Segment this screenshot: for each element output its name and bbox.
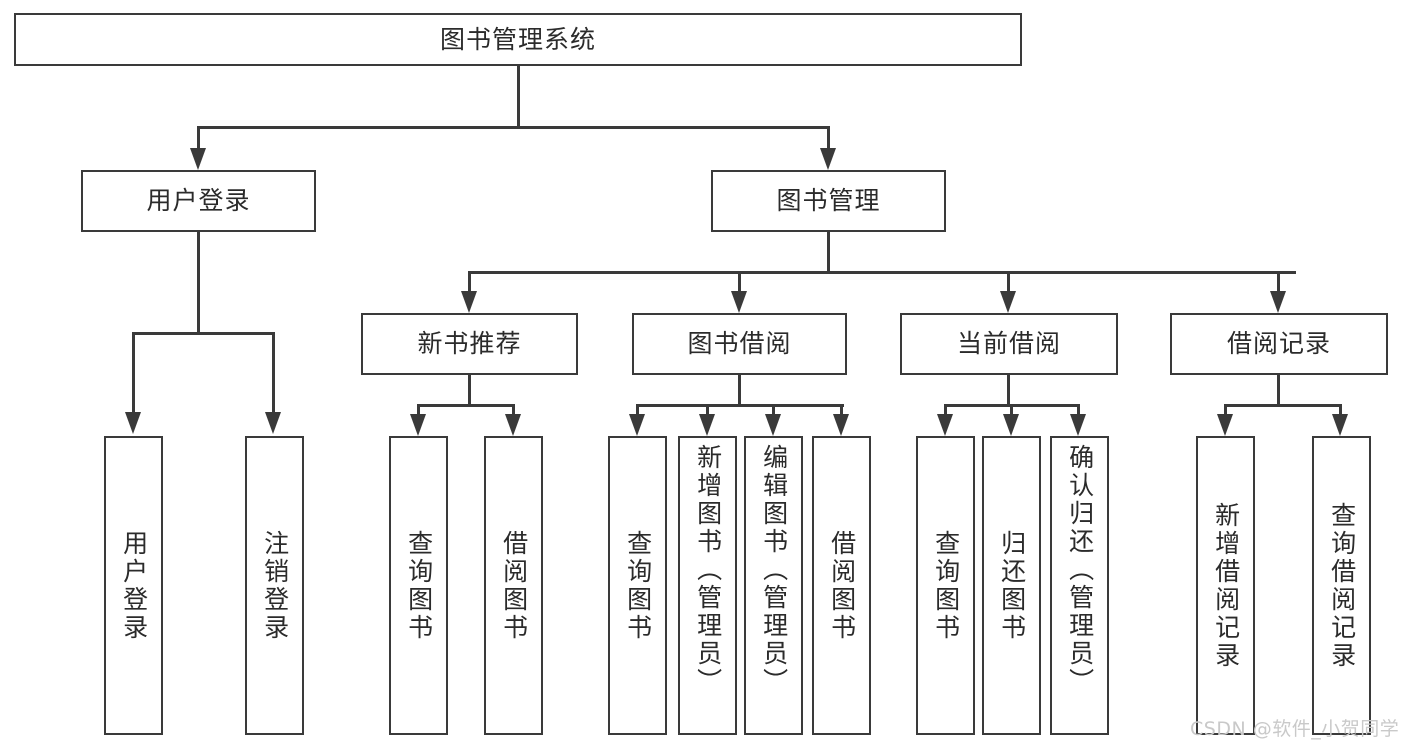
leaf-edit-book-admin-label: 编辑图书（管理员） — [759, 444, 789, 696]
leaf-add-record[interactable]: 新增借阅记录 — [1196, 436, 1255, 735]
edge-to-user-login — [197, 126, 200, 150]
leaf-query-book-1[interactable]: 查询图书 — [389, 436, 448, 735]
edge-to-leaf-add-book-admin — [706, 404, 709, 416]
node-current-borrow-label: 当前借阅 — [956, 329, 1061, 359]
edge-current-borrow-trunk — [1007, 375, 1010, 406]
leaf-confirm-return[interactable]: 确认归还（管理员） — [1050, 436, 1109, 735]
leaf-borrow-book-2[interactable]: 借阅图书 — [812, 436, 871, 735]
arrow-to-book-borrow — [731, 291, 747, 313]
leaf-return-book-label: 归还图书 — [997, 529, 1027, 642]
leaf-query-record-label: 查询借阅记录 — [1327, 501, 1357, 670]
node-book-borrow[interactable]: 图书借阅 — [632, 313, 847, 375]
edge-to-leaf-add-record — [1224, 404, 1227, 416]
edge-level1-bus — [197, 126, 830, 129]
leaf-query-book-2[interactable]: 查询图书 — [608, 436, 667, 735]
edge-to-book-manage — [827, 126, 830, 150]
node-new-book-rec-label: 新书推荐 — [417, 329, 522, 359]
arrow-to-leaf-confirm-return — [1070, 414, 1086, 436]
edge-to-leaf-query-book-3 — [944, 404, 947, 416]
arrow-to-current-borrow — [1000, 291, 1016, 313]
leaf-borrow-book-2-label: 借阅图书 — [827, 529, 857, 642]
leaf-add-record-label: 新增借阅记录 — [1211, 501, 1241, 670]
csdn-watermark: CSDN @软件_小贺同学 — [1190, 718, 1400, 740]
edge-to-leaf-user-logout — [272, 332, 275, 414]
leaf-query-book-3-label: 查询图书 — [931, 529, 961, 642]
node-book-manage[interactable]: 图书管理 — [711, 170, 946, 232]
arrow-to-leaf-query-book-3 — [937, 414, 953, 436]
edge-to-leaf-edit-book-admin — [772, 404, 775, 416]
edge-book-manage-trunk — [827, 232, 830, 273]
arrow-to-borrow-record — [1270, 291, 1286, 313]
edge-to-book-borrow — [738, 271, 741, 293]
edge-new-book-rec-bus — [417, 404, 514, 407]
leaf-add-book-admin[interactable]: 新增图书（管理员） — [678, 436, 737, 735]
leaf-edit-book-admin[interactable]: 编辑图书（管理员） — [744, 436, 803, 735]
arrow-to-leaf-add-book-admin — [699, 414, 715, 436]
edge-borrow-record-bus — [1224, 404, 1342, 407]
leaf-query-record[interactable]: 查询借阅记录 — [1312, 436, 1371, 735]
node-borrow-record[interactable]: 借阅记录 — [1170, 313, 1388, 375]
edge-new-book-rec-trunk — [468, 375, 471, 406]
arrow-to-leaf-add-record — [1217, 414, 1233, 436]
leaf-query-book-3[interactable]: 查询图书 — [916, 436, 975, 735]
edge-level3-bus — [468, 271, 1296, 274]
arrow-to-user-login — [190, 148, 206, 170]
leaf-user-login-label: 用户登录 — [119, 529, 149, 642]
arrow-to-new-book-rec — [461, 291, 477, 313]
leaf-query-book-1-label: 查询图书 — [404, 529, 434, 642]
arrow-to-leaf-edit-book-admin — [765, 414, 781, 436]
edge-user-login-bus — [132, 332, 274, 335]
node-user-login-label: 用户登录 — [146, 186, 251, 216]
leaf-borrow-book-1[interactable]: 借阅图书 — [484, 436, 543, 735]
node-root[interactable]: 图书管理系统 — [14, 13, 1022, 66]
edge-to-leaf-confirm-return — [1077, 404, 1080, 416]
edge-to-leaf-user-login — [132, 332, 135, 414]
arrow-to-book-manage — [820, 148, 836, 170]
edge-borrow-record-trunk — [1277, 375, 1280, 406]
node-user-login[interactable]: 用户登录 — [81, 170, 316, 232]
node-book-manage-label: 图书管理 — [776, 186, 881, 216]
leaf-confirm-return-label: 确认归还（管理员） — [1065, 444, 1095, 696]
edge-to-leaf-query-book-1 — [417, 404, 420, 416]
leaf-user-logout-label: 注销登录 — [260, 529, 290, 642]
node-new-book-rec[interactable]: 新书推荐 — [361, 313, 578, 375]
leaf-query-book-2-label: 查询图书 — [623, 529, 653, 642]
edge-to-current-borrow — [1007, 271, 1010, 293]
edge-book-borrow-trunk — [738, 375, 741, 406]
arrow-to-leaf-borrow-book-2 — [833, 414, 849, 436]
leaf-user-logout[interactable]: 注销登录 — [245, 436, 304, 735]
leaf-borrow-book-1-label: 借阅图书 — [499, 529, 529, 642]
leaf-return-book[interactable]: 归还图书 — [982, 436, 1041, 735]
edge-to-leaf-borrow-book-2 — [840, 404, 843, 416]
arrow-to-leaf-user-login — [125, 412, 141, 434]
arrow-to-leaf-return-book — [1003, 414, 1019, 436]
node-book-borrow-label: 图书借阅 — [687, 329, 792, 359]
node-current-borrow[interactable]: 当前借阅 — [900, 313, 1118, 375]
leaf-user-login[interactable]: 用户登录 — [104, 436, 163, 735]
edge-to-leaf-query-record — [1339, 404, 1342, 416]
arrow-to-leaf-query-record — [1332, 414, 1348, 436]
node-borrow-record-label: 借阅记录 — [1226, 329, 1331, 359]
arrow-to-leaf-query-book-2 — [629, 414, 645, 436]
node-root-label: 图书管理系统 — [439, 24, 596, 54]
arrow-to-leaf-borrow-book-1 — [505, 414, 521, 436]
edge-book-borrow-bus — [636, 404, 844, 407]
edge-user-login-trunk — [197, 232, 200, 334]
leaf-add-book-admin-label: 新增图书（管理员） — [693, 444, 723, 696]
edge-to-leaf-return-book — [1010, 404, 1013, 416]
arrow-to-leaf-user-logout — [265, 412, 281, 434]
arrow-to-leaf-query-book-1 — [410, 414, 426, 436]
edge-root-trunk — [517, 66, 520, 128]
edge-to-leaf-query-book-2 — [636, 404, 639, 416]
edge-to-new-book-rec — [468, 271, 471, 293]
edge-to-borrow-record — [1277, 271, 1280, 293]
edge-to-leaf-borrow-book-1 — [512, 404, 515, 416]
